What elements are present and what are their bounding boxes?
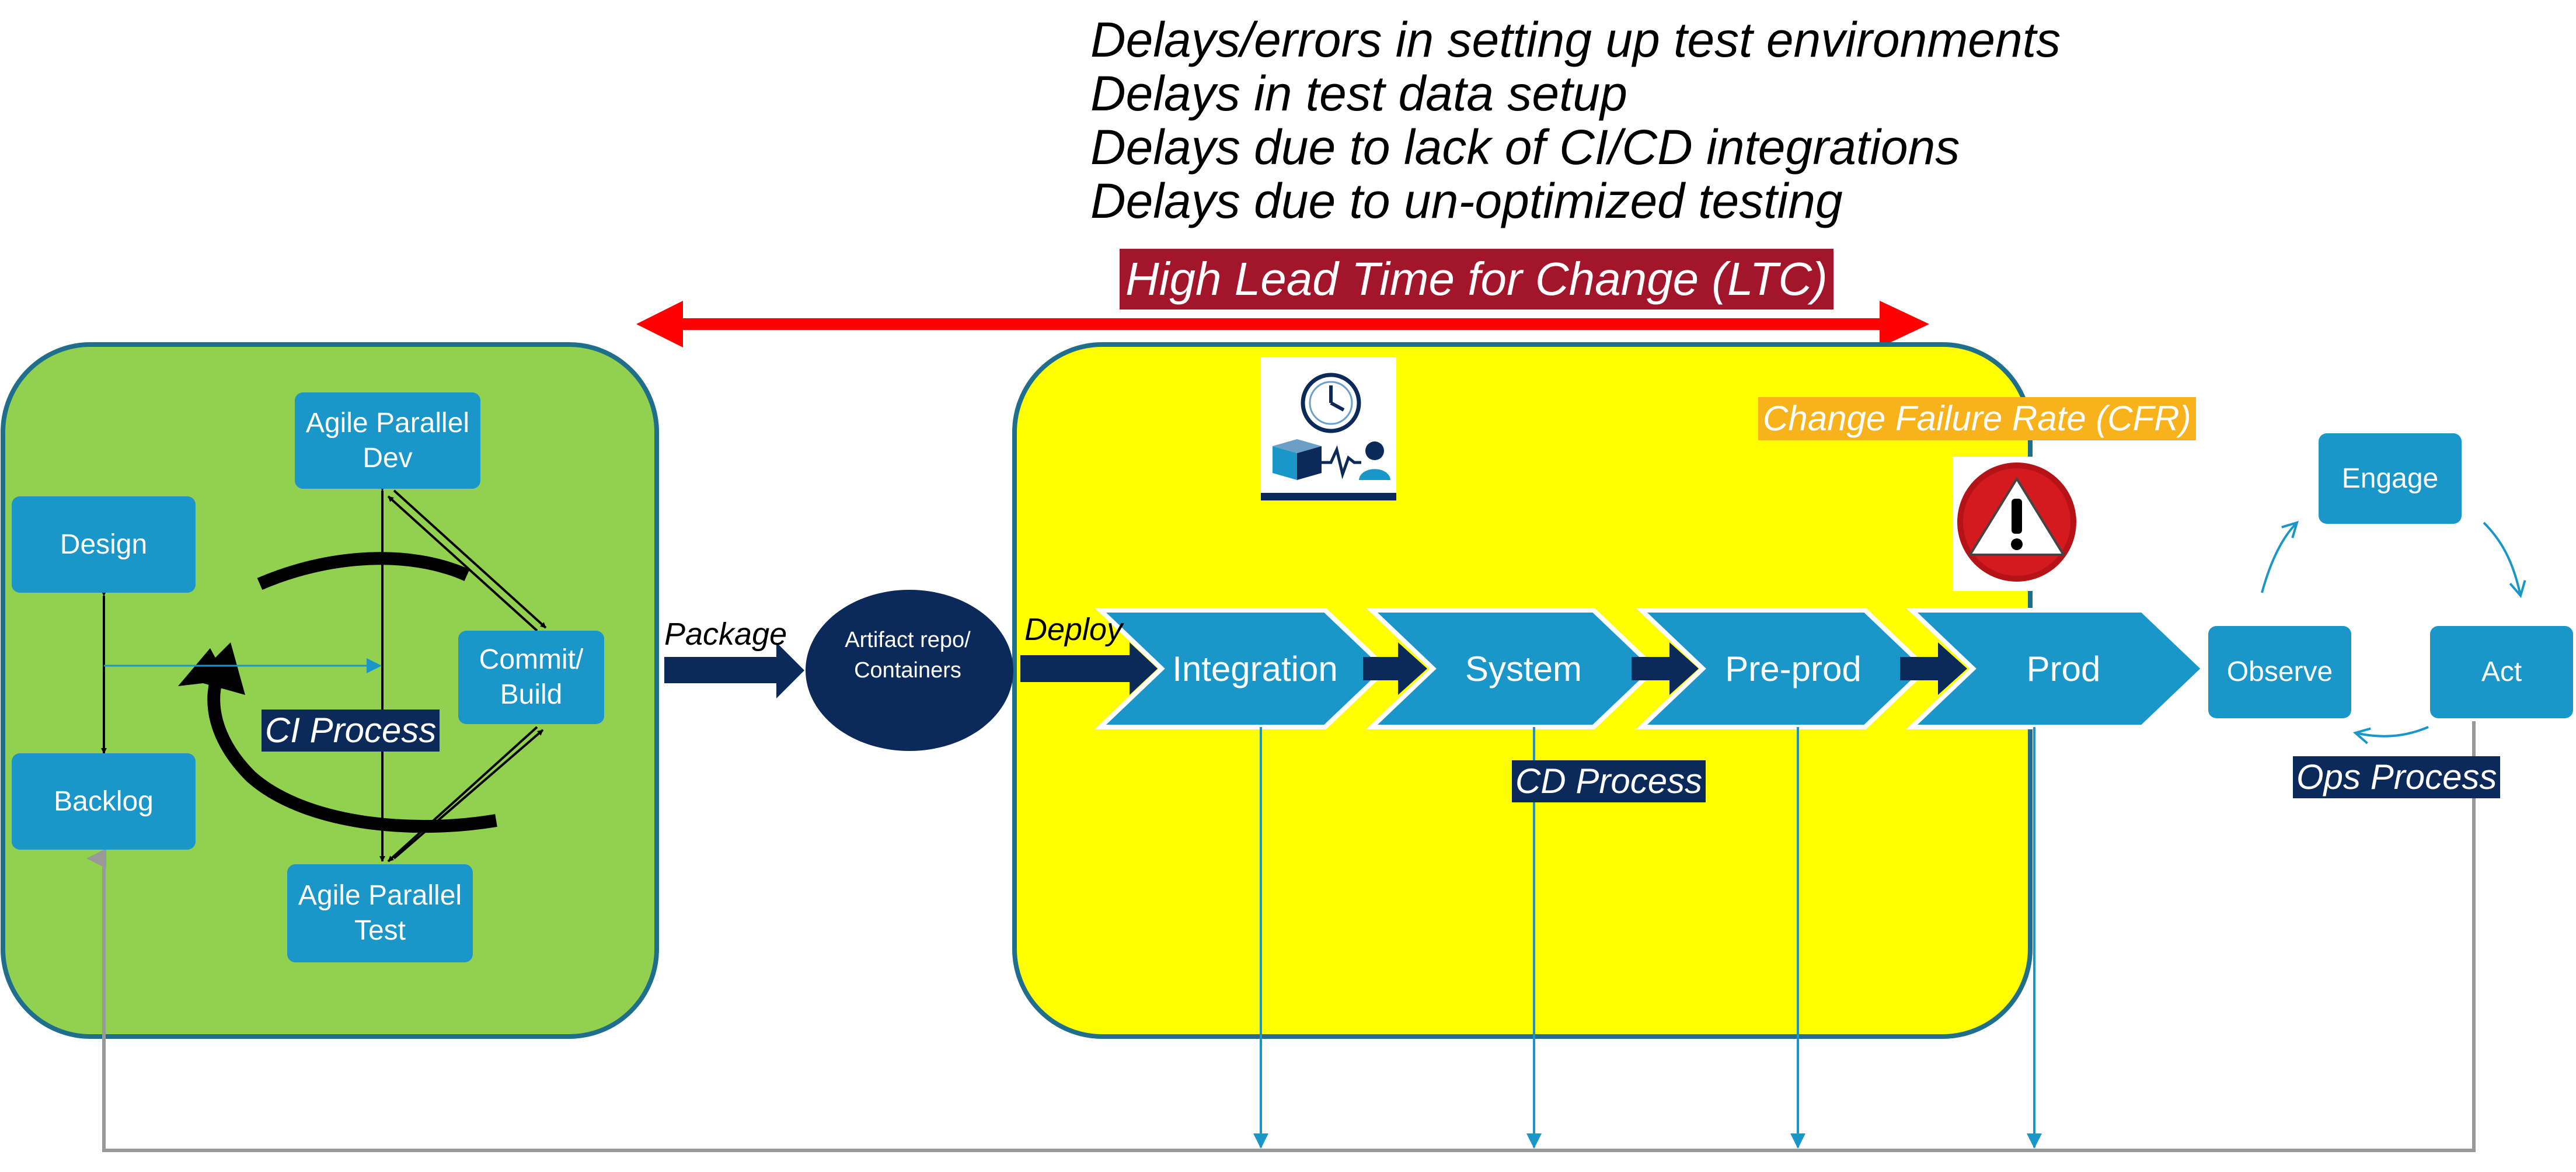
agile-parallel-test-box: Agile Parallel Test <box>287 864 473 962</box>
stage-system-label: System <box>1465 649 1582 688</box>
warning-icon <box>1953 457 2081 591</box>
delay-list: Delays/errors in setting up test environ… <box>1090 13 2061 228</box>
act-box: Act <box>2430 626 2573 718</box>
stage-prod-shape <box>1906 608 2207 729</box>
artifact-repo-label: Artifact repo/ Containers <box>845 628 971 683</box>
ops-cycle-arrows <box>2261 523 2521 736</box>
delay-item: Delays due to lack of CI/CD integrations <box>1090 120 1960 175</box>
cd-stages <box>1094 608 2207 729</box>
stage-integration-shape <box>1094 608 1390 729</box>
commit-build-box: Commit/ Build <box>458 631 604 724</box>
package-arrow <box>664 642 804 698</box>
deploy-label: Deploy <box>1024 612 1123 647</box>
package-label: Package <box>664 617 787 652</box>
ci-process-label: CI Process <box>262 710 440 752</box>
ltc-label: High Lead Time for Change (LTC) <box>1120 249 1833 309</box>
delay-item: Delays/errors in setting up test environ… <box>1090 12 2061 67</box>
feedback-loop <box>86 721 2476 1152</box>
stage-system-shape <box>1366 608 1658 729</box>
stage-preprod-shape <box>1636 608 1930 729</box>
artifact-repo <box>806 590 1013 751</box>
delay-item: Delays in test data setup <box>1090 66 1627 121</box>
ltc-arrow <box>636 301 1929 347</box>
cd-process-label: CD Process <box>1512 760 1706 802</box>
observe-box: Observe <box>2208 626 2351 718</box>
cfr-label: Change Failure Rate (CFR) <box>1758 397 2196 440</box>
agile-parallel-dev-box: Agile Parallel Dev <box>295 392 480 489</box>
ci-connectors <box>101 485 547 863</box>
clock-delivery-icon <box>1261 357 1396 500</box>
engage-box: Engage <box>2319 433 2462 524</box>
design-box: Design <box>12 496 196 593</box>
backlog-box: Backlog <box>12 753 196 850</box>
stage-integration-label: Integration <box>1172 649 1338 688</box>
delay-item: Delays due to un-optimized testing <box>1090 173 1843 228</box>
stage-prod-label: Prod <box>2026 649 2101 688</box>
ops-process-label: Ops Process <box>2293 756 2501 798</box>
ci-cycle-arrows <box>178 552 497 833</box>
stage-preprod-label: Pre-prod <box>1725 649 1862 688</box>
